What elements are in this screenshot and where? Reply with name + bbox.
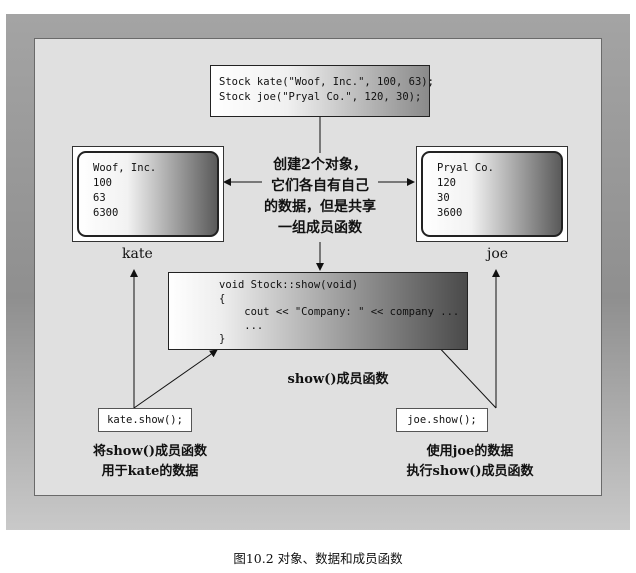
object-joe-label: joe <box>487 246 509 262</box>
kate-show-call: kate.show(); <box>98 408 192 432</box>
joe-show-call: joe.show(); <box>396 408 488 432</box>
method-line: cout << "Company: " << company ... <box>219 306 460 318</box>
joe-call-to-method <box>433 341 497 409</box>
method-line: { <box>219 292 226 305</box>
joe-call-caption-line: 使用joe的数据 <box>426 444 514 459</box>
method-line: } <box>219 333 226 345</box>
center-note: 创建2个对象， 它们各自有自己 的数据，但是共享 一组成员函数 <box>240 155 400 239</box>
object-joe: Pryal Co. 120 30 3600 <box>416 146 568 242</box>
center-note-line: 它们各自有自己 <box>271 178 369 194</box>
joe-call-caption-line: 执行show()成员函数 <box>406 464 534 479</box>
object-joe-data: Pryal Co. 120 30 3600 <box>421 151 563 237</box>
center-note-line: 一组成员函数 <box>278 220 362 236</box>
joe-price: 30 <box>437 192 450 204</box>
joe-call-caption: 使用joe的数据 执行show()成员函数 <box>380 442 560 482</box>
joe-shares: 120 <box>437 177 456 189</box>
declaration-line: Stock kate("Woof, Inc.", 100, 63); <box>219 76 434 88</box>
kate-shares: 100 <box>93 177 112 189</box>
object-kate: Woof, Inc. 100 63 6300 <box>72 146 224 242</box>
object-kate-data: Woof, Inc. 100 63 6300 <box>77 151 219 237</box>
method-line: void Stock::show(void) <box>219 279 359 291</box>
figure-caption: 图10.2 对象、数据和成员函数 <box>233 551 403 566</box>
kate-company: Woof, Inc. <box>93 162 157 174</box>
method-box: void Stock::show(void) { cout << "Compan… <box>168 272 468 350</box>
declaration-line: Stock joe("Pryal Co.", 120, 30); <box>219 91 422 103</box>
joe-total: 3600 <box>437 207 463 219</box>
kate-call-to-method <box>133 349 218 409</box>
kate-total: 6300 <box>93 207 119 219</box>
kate-call-caption-line: 用于kate的数据 <box>101 464 199 479</box>
kate-price: 63 <box>93 192 106 204</box>
method-line: ... <box>219 319 264 332</box>
object-kate-label: kate <box>122 246 153 262</box>
kate-call-caption-line: 将show()成员函数 <box>93 444 207 459</box>
joe-company: Pryal Co. <box>437 162 494 174</box>
declaration-box: Stock kate("Woof, Inc.", 100, 63); Stock … <box>210 65 434 117</box>
method-label: show()成员函数 <box>287 372 389 387</box>
kate-call-caption: 将show()成员函数 用于kate的数据 <box>60 442 240 482</box>
center-note-line: 创建2个对象， <box>273 157 367 173</box>
center-note-line: 的数据，但是共享 <box>264 199 376 215</box>
